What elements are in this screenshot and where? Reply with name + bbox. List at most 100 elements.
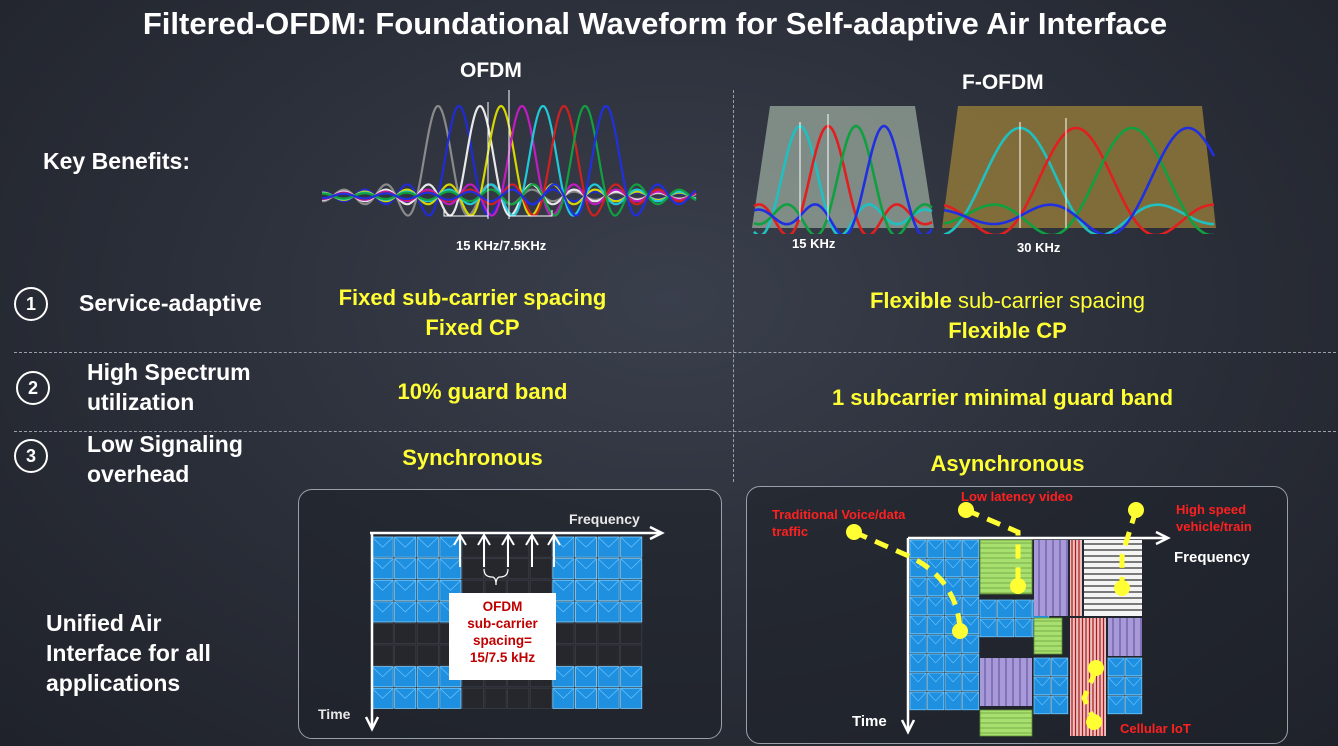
ofdm-element-shade (394, 666, 417, 678)
fofdm-element-shade (909, 539, 927, 550)
ofdm-resource-element (416, 622, 439, 644)
fofdm-waveform (752, 106, 1216, 234)
fofdm-high-speed-block (1084, 540, 1142, 616)
ofdm-element-shade (371, 666, 394, 678)
ofdm-resource-element (484, 687, 507, 709)
unified-line3: applications (46, 670, 181, 696)
ofdm-guard-band: 10% guard band (397, 379, 568, 404)
fofdm-element-shade (927, 558, 945, 569)
fofdm-element-shade (944, 558, 962, 569)
fofdm-15khz-subcarrier-3 (753, 124, 933, 234)
ofdm-element-shade (575, 536, 597, 548)
ofdm-callout-line2: sub-carrier (467, 616, 538, 631)
row-divider-2 (14, 431, 1336, 432)
fofdm-element-shade (962, 672, 980, 683)
low-latency-dot-end (1010, 578, 1026, 594)
ofdm-service-adaptive: Fixed sub-carrier spacing Fixed CP (300, 283, 645, 343)
fofdm-15khz-subcarrier-4 (753, 124, 934, 234)
ofdm-element-shade (575, 601, 597, 613)
ofdm-time-arrowhead (364, 716, 380, 732)
ofdm-resource-element (371, 644, 394, 666)
fofdm-element-shade (979, 599, 997, 610)
high-speed-pointer (1119, 509, 1139, 586)
ofdm-element-shade (620, 687, 643, 699)
fofdm-time-axis-label: Time (852, 713, 887, 730)
fofdm-filter-30khz (942, 106, 1216, 228)
ofdm-element-shade (597, 666, 620, 678)
ofdm-element-shade (394, 687, 417, 699)
fofdm-element-shade (962, 634, 980, 645)
ofdm-resource-element (620, 622, 643, 644)
fofdm-element-shade (944, 653, 962, 664)
row-number-2: 2 (16, 371, 50, 405)
ofdm-resource-element (620, 644, 643, 666)
traditional-dot-start (846, 524, 862, 540)
fofdm-element-shade (909, 596, 927, 607)
fofdm-element-shade (1033, 657, 1051, 668)
fofdm-asynchronous: Asynchronous (930, 451, 1085, 476)
fofdm-15khz-subcarrier-1 (753, 124, 933, 234)
cellular-iot-dot-start (1088, 660, 1104, 676)
page-title: Filtered-OFDM: Foundational Waveform for… (142, 6, 1168, 41)
column-divider (733, 90, 734, 482)
ofdm-waveform (322, 90, 697, 219)
traditional-dot-end (952, 623, 968, 639)
ofdm-spacing-callout: OFDM sub-carrier spacing= 15/7.5 kHz (449, 593, 556, 680)
ofdm-element-shade (620, 579, 643, 591)
low-latency-video-label: Low latency video (961, 489, 1073, 504)
ofdm-element-shade (552, 558, 575, 570)
ofdm-resource-element (461, 687, 484, 709)
fofdm-element-shade (944, 691, 962, 702)
fofdm-element-shade (909, 672, 927, 683)
fofdm-30khz-subcarrier-3 (943, 126, 1214, 234)
row-label-low-signaling-line1: Low Signaling (87, 431, 243, 457)
fofdm-frequency-arrowhead (1155, 530, 1171, 546)
ofdm-element-shade (620, 558, 643, 570)
ofdm-frequency-axis-label: Frequency (569, 511, 640, 527)
fofdm-element-shade (944, 539, 962, 550)
ofdm-synchronous: Synchronous (402, 445, 543, 470)
fofdm-element-shade (1107, 695, 1125, 706)
ofdm-spacing-label: 15 KHz/7.5KHz (456, 238, 547, 253)
fofdm-element-shade (1014, 618, 1032, 629)
fofdm-element-shade (927, 634, 945, 645)
ofdm-element-shade (394, 601, 417, 613)
ofdm-element-shade (575, 687, 597, 699)
row-divider-1 (14, 352, 1336, 353)
ofdm-subcarrier-arrowhead-2 (477, 533, 491, 546)
fofdm-element-shade (997, 599, 1015, 610)
ofdm-element-shade (371, 536, 394, 548)
ofdm-element-shade (416, 601, 439, 613)
high-speed-dot-start (1128, 502, 1144, 518)
fofdm-element-shade (1033, 676, 1051, 687)
fofdm-element-shade (1125, 657, 1143, 668)
ofdm-element-shade (552, 666, 575, 678)
ofdm-element-shade (371, 579, 394, 591)
ofdm-resource-element (574, 644, 597, 666)
fofdm-element-shade (962, 577, 980, 588)
traditional-traffic-label: Traditional Voice/data traffic (772, 506, 905, 540)
traditional-line1: Traditional Voice/data (772, 507, 906, 522)
ofdm-subcarrier-arrowhead-4 (525, 533, 539, 546)
fofdm-element-shade (962, 653, 980, 664)
fofdm-element-shade (979, 618, 997, 629)
fofdm-element-shade (909, 577, 927, 588)
ofdm-header: OFDM (460, 59, 522, 82)
fofdm-element-shade (1107, 657, 1125, 668)
ofdm-element-shade (597, 687, 620, 699)
fofdm-time-frequency-grid: Frequency Time (846, 502, 1251, 737)
ofdm-resource-element (597, 622, 620, 644)
ofdm-element-shade (575, 579, 597, 591)
ofdm-spacing-bracket (443, 210, 553, 217)
key-benefits-label: Key Benefits: (43, 148, 190, 174)
fofdm-element-shade (997, 618, 1015, 629)
ofdm-element-shade (439, 687, 462, 699)
fofdm-element-shade (927, 596, 945, 607)
fofdm-element-shade (962, 539, 980, 550)
fofdm-element-shade (1014, 599, 1032, 610)
row-label-high-spectrum-line1: High Spectrum (87, 359, 251, 385)
ofdm-resource-element (461, 558, 484, 580)
row-label-service-adaptive: Service-adaptive (79, 290, 262, 316)
ofdm-resource-element (416, 644, 439, 666)
row-number-3: 3 (14, 439, 48, 473)
